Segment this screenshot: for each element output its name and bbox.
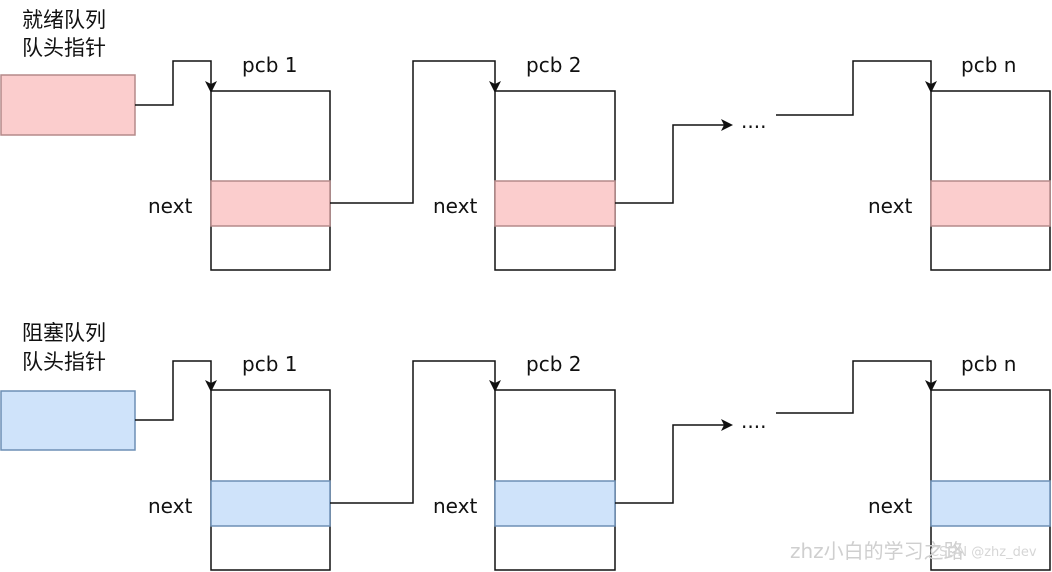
ready-pcb-n-next-label: next: [868, 194, 912, 218]
blocked-pcb-2: pcb 2 next: [433, 352, 616, 571]
blocked-pcb-2-box: [494, 389, 616, 571]
ready-pcb-2: pcb 2 next: [433, 53, 616, 271]
blocked-queue: 阻塞队列 队头指针 pcb 1 next pcb 2 next pcb n ne…: [0, 321, 1051, 571]
ready-pcb-1-next-label: next: [148, 194, 192, 218]
ready-queue-title-line1: 就绪队列: [22, 8, 106, 32]
ready-ellipsis-to-pcbn-arrow: [776, 60, 937, 116]
blocked-head-arrow: [135, 360, 217, 421]
ready-pcb-n-label: pcb n: [961, 53, 1016, 77]
blocked-pcb-2-next-field: [494, 480, 616, 527]
blocked-pcb-1-next-field: [210, 480, 331, 527]
ready-ellipsis: ....: [741, 109, 766, 133]
blocked-pcb1-to-pcb2-arrow: [330, 360, 501, 504]
blocked-pcb2-to-ellipsis-arrow: [615, 419, 733, 504]
blocked-pcb-n-label: pcb n: [961, 352, 1016, 376]
blocked-pcb-2-next-label: next: [433, 494, 477, 518]
ready-pcb-n-next-field: [930, 180, 1051, 227]
blocked-pcb-n-box: [930, 389, 1051, 571]
blocked-queue-title-line1: 阻塞队列: [22, 321, 106, 345]
ready-pcb1-to-pcb2-arrow: [330, 60, 501, 204]
ready-queue: 就绪队列 队头指针 pcb 1 next pcb 2 next pcb n ne…: [0, 8, 1051, 271]
blocked-pcb-1-label: pcb 1: [242, 352, 297, 376]
blocked-queue-title-line2: 队头指针: [22, 350, 106, 374]
blocked-pcb-n-next-label: next: [868, 494, 912, 518]
blocked-pcb-2-label: pcb 2: [526, 352, 581, 376]
ready-pcb-1-label: pcb 1: [242, 53, 297, 77]
ready-pcb2-to-ellipsis-arrow: [615, 119, 733, 204]
ready-queue-title-line2: 队头指针: [22, 36, 106, 60]
blocked-queue-head-pointer: [0, 390, 136, 451]
blocked-ellipsis: ....: [741, 409, 766, 433]
ready-pcb-2-label: pcb 2: [526, 53, 581, 77]
watermark: zhz小白的学习之路: [790, 539, 964, 563]
blocked-pcb-n: pcb n next: [868, 352, 1051, 571]
blocked-pcb-n-next-field: [930, 480, 1051, 527]
ready-queue-head-pointer: [0, 74, 136, 136]
blocked-pcb-1: pcb 1 next: [148, 352, 331, 571]
blocked-ellipsis-to-pcbn-arrow: [776, 360, 937, 414]
ready-pcb-1-next-field: [210, 180, 331, 227]
ready-pcb-2-next-field: [494, 180, 616, 227]
ready-head-arrow: [135, 60, 217, 106]
blocked-pcb-1-box: [210, 389, 331, 571]
watermark-sub: CSDN @zhz_dev: [930, 545, 1037, 560]
blocked-pcb-1-next-label: next: [148, 494, 192, 518]
ready-pcb-n: pcb n next: [868, 53, 1051, 271]
ready-pcb-2-next-label: next: [433, 194, 477, 218]
ready-pcb-1: pcb 1 next: [148, 53, 331, 271]
